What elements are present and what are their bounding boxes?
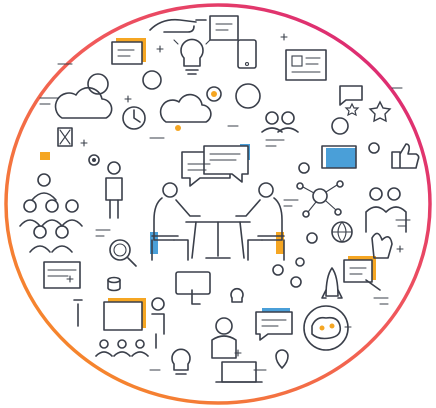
meeting-table-icon — [185, 221, 251, 259]
person-standing-icon — [105, 161, 123, 219]
lightbulb-icon — [230, 287, 244, 303]
lightbulb-icon — [173, 38, 211, 75]
tablet-touch-icon — [175, 271, 211, 305]
person-head-icon — [261, 111, 299, 133]
handshake-icon — [365, 187, 407, 233]
thumbs-up-icon — [391, 143, 420, 169]
brain-icon — [303, 305, 349, 351]
globe-icon — [331, 221, 353, 243]
location-pin-icon — [275, 349, 289, 369]
hand-paper-icon — [371, 232, 393, 259]
book-icon — [40, 127, 73, 160]
presentation-board-icon — [103, 297, 165, 349]
wrench-icon — [73, 299, 83, 327]
gear-icon — [272, 257, 305, 288]
play-icon — [306, 232, 318, 244]
speech-bubbles-icon — [181, 144, 250, 187]
coins-icon — [206, 86, 222, 102]
document-icon — [343, 256, 381, 291]
audience-icon — [19, 173, 83, 253]
decorative-crosses — [66, 33, 404, 357]
presentation-board-icon — [43, 261, 81, 289]
gradient-ring — [4, 3, 432, 405]
lightbulb-icon — [171, 348, 191, 375]
person-head-icon — [87, 70, 261, 109]
chat-icon — [255, 308, 293, 341]
laptop-person-icon — [321, 117, 357, 169]
laptop-person-icon — [211, 317, 263, 383]
rocket-icon — [321, 267, 343, 299]
coins-icon — [107, 276, 121, 292]
person-left-icon — [150, 182, 201, 261]
tablet-touch-icon — [237, 39, 257, 69]
gear-icon — [88, 154, 100, 166]
handshake-icon — [149, 18, 207, 33]
speech-bubbles-icon — [339, 85, 363, 106]
id-card-icon — [285, 49, 327, 81]
presentation-board-icon — [111, 38, 146, 65]
star-icon — [344, 100, 392, 123]
document-icon — [209, 15, 239, 41]
cloud-icon — [159, 93, 212, 131]
magnifier-icon — [109, 239, 137, 267]
person-head-icon — [298, 142, 380, 174]
clock-icon — [122, 106, 146, 130]
decorative-dashes — [39, 63, 411, 371]
audience-icon — [95, 339, 149, 357]
cloud-icon — [54, 86, 113, 119]
person-right-icon — [235, 182, 285, 261]
network-icon — [296, 180, 344, 218]
